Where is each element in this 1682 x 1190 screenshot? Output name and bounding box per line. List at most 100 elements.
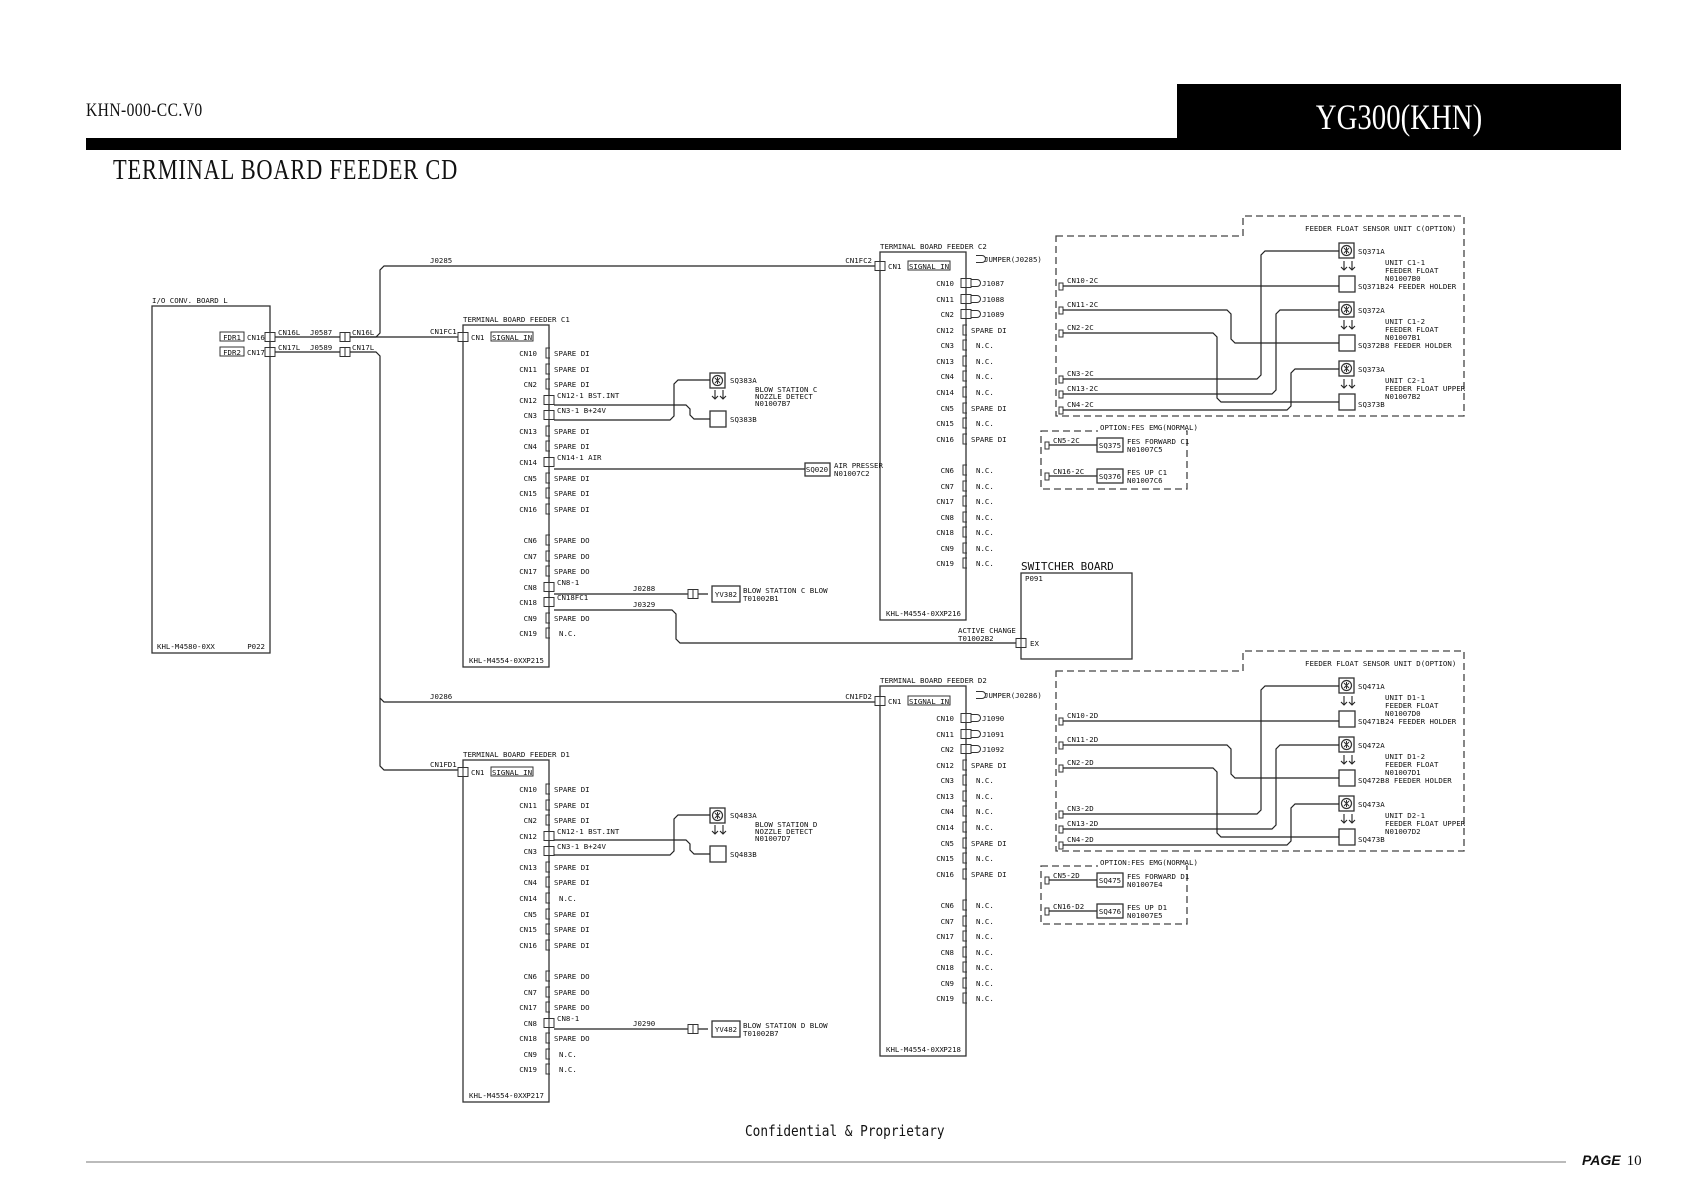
fes-desc: FES FORWARD D1 [1127, 872, 1189, 881]
float-sensor-b-label: SQ471B [1358, 717, 1385, 726]
c1-sensor-b-label: SQ383B [730, 415, 757, 424]
pin-signal-label: CN12-1 BST.INT [557, 827, 620, 836]
pin-cn-label: CN11 [936, 295, 954, 304]
pin-bracket-icon [545, 565, 550, 577]
fes-connector-label: CN16-D2 [1053, 902, 1084, 911]
pin-cn-label: CN4 [524, 878, 538, 887]
d1-sensor-a-label: SQ483A [730, 811, 757, 820]
jumper-plug-icon [971, 714, 981, 722]
unit-d-float-unit-title: FEEDER FLOAT SENSOR UNIT D(OPTION) [1305, 659, 1456, 668]
pin-label: N.C. [976, 466, 994, 475]
pin-cn-label: CN7 [524, 552, 537, 561]
fes-desc: FES UP D1 [1127, 903, 1167, 912]
pin-cn-label: CN3 [941, 341, 954, 350]
c1-valve-desc: BLOW STATION C BLOW [743, 586, 828, 595]
float-sensor-desc: N01007B0 [1385, 274, 1421, 283]
pin-cn-label: CN8 [941, 948, 954, 957]
float-connector-label: CN3-2D [1067, 804, 1094, 813]
pin-label: N.C. [976, 372, 994, 381]
pin-label: N.C. [976, 357, 994, 366]
pin-bracket-icon [545, 440, 550, 452]
board-c2-title: TERMINAL BOARD FEEDER C2 [880, 242, 987, 251]
pin-bracket-icon [545, 1001, 550, 1013]
pin-label: SPARE DO [554, 988, 590, 997]
trunk-label-upper: J0285 [430, 256, 452, 265]
board-d1-ref: P217 [526, 1091, 544, 1100]
pin-bracket-icon [962, 946, 967, 958]
float-sensor-a-label: SQ471A [1358, 682, 1385, 691]
ex-desc: T01002B2 [958, 634, 994, 643]
pin-cn-label: CN9 [941, 544, 954, 553]
pin-bracket-icon [962, 805, 967, 817]
pin-bracket-icon [545, 939, 550, 951]
pin-signal-label: CN18FC1 [557, 593, 588, 602]
pin-label: N.C. [976, 513, 994, 522]
fes-connector-label: CN16-2C [1053, 467, 1084, 476]
float-connector-label: CN11-2C [1067, 300, 1098, 309]
pin-label: N.C. [976, 948, 994, 957]
pin-label: N.C. [976, 341, 994, 350]
fes-c-fes-frame [1040, 430, 1188, 490]
pin-label: N.C. [976, 528, 994, 537]
pin-cn-label: CN17 [519, 567, 537, 576]
float-connector-label: CN2-2D [1067, 758, 1094, 767]
board-d1-part: KHL-M4554-0XX [469, 1091, 527, 1100]
float-connector-label: CN10-2D [1067, 711, 1098, 720]
pin-cn-label: CN13 [936, 792, 954, 801]
d1-sensor-desc: N01007D7 [755, 834, 791, 843]
pin-cn-label: CN17 [936, 932, 954, 941]
pin-cn-label: CN12 [519, 396, 537, 405]
pin-bracket-icon [962, 324, 967, 336]
d1-b24-wire [554, 814, 710, 856]
float-sensor-b-label: SQ372B [1358, 341, 1385, 350]
pin-cn-label: CN15 [519, 925, 537, 934]
pin-cn-label: CN7 [941, 482, 954, 491]
pin-label: SPARE DO [554, 972, 590, 981]
pin-bracket-icon [545, 876, 550, 888]
pin-bracket-icon [962, 495, 967, 507]
float-wire [1063, 250, 1339, 380]
pin-cn-label: CN4 [941, 372, 955, 381]
float-connector-label: CN11-2D [1067, 735, 1098, 744]
ex-desc: ACTIVE CHANGE [958, 626, 1016, 635]
float-wire [1063, 685, 1339, 815]
sensor-lens-icon [1340, 244, 1353, 257]
pin-bracket-icon [962, 370, 967, 382]
cn1-label: CN1 [888, 697, 901, 706]
float-sensor-desc: FEEDER FLOAT [1385, 266, 1439, 275]
pin-signal-label: CN8-1 [557, 1014, 579, 1023]
sensor-star-icon [1343, 365, 1350, 372]
fes-d-fes-sensor [1096, 903, 1124, 919]
detect-arrows-icon [1340, 379, 1356, 389]
cn1-label: CN1 [471, 768, 484, 777]
pin-cn-label: CN14 [936, 388, 954, 397]
pin-label: N.C. [976, 544, 994, 553]
fes-desc: FES UP C1 [1127, 468, 1167, 477]
float-sensor-desc: FEEDER FLOAT [1385, 760, 1439, 769]
detect-arrows-icon [1340, 696, 1356, 706]
float-connector-icon [1058, 764, 1064, 773]
jumper-pin-label: J1087 [982, 279, 1004, 288]
pin-cn-label: CN5 [524, 910, 537, 919]
wire-to-d1 [379, 698, 458, 771]
float-wire [1063, 309, 1339, 344]
pin-label: SPARE DI [554, 442, 590, 451]
pin-bracket-icon [962, 759, 967, 771]
pin-bracket-icon [962, 433, 967, 445]
jumper-plug-icon [971, 310, 981, 318]
pin-signal-label: CN3-1 B+24V [557, 406, 606, 415]
float-sensor-desc: UNIT D1-1 [1385, 693, 1425, 702]
d1-wire-label: CN1FD1 [430, 760, 457, 769]
float-connector-icon [1058, 717, 1064, 726]
signal-in-label: SIGNAL IN [492, 768, 532, 777]
pin-cn-label: CN9 [941, 979, 954, 988]
pin-bracket-icon [545, 627, 550, 639]
pin-bracket-icon [545, 908, 550, 920]
d1-sensor-b-label: SQ483B [730, 850, 757, 859]
fes-d-fes-title: OPTION:FES EMG(NORMAL) [1100, 858, 1198, 867]
sensor-star-icon [1343, 682, 1350, 689]
pin-cn-label: CN4 [941, 807, 955, 816]
pin-label: SPARE DI [554, 380, 590, 389]
pin-cn-label: CN11 [519, 365, 537, 374]
pin-cn-label: CN19 [519, 1065, 537, 1074]
